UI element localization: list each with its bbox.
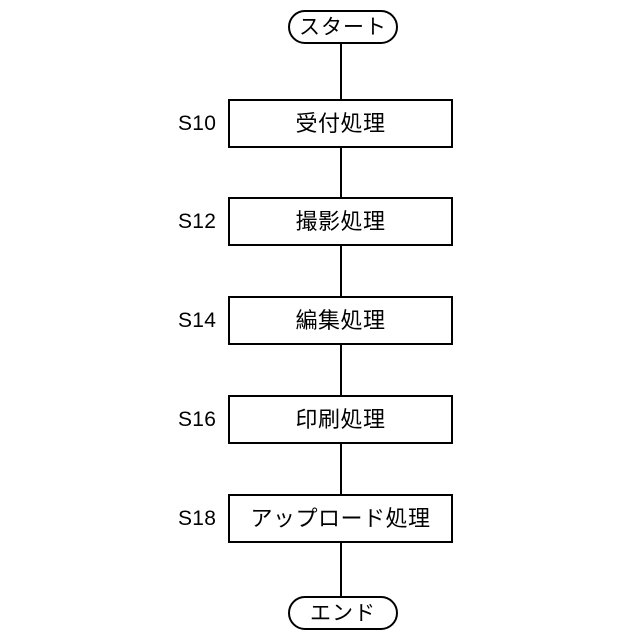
connector-s10-to-s12 <box>340 148 342 197</box>
end-terminator[interactable]: エンド <box>288 596 398 630</box>
step-label-s16: S16 <box>178 408 217 431</box>
step-label-s12: S12 <box>178 210 217 233</box>
process-box-s14-label: 編集処理 <box>295 307 386 333</box>
start-terminator-label: スタート <box>299 15 387 39</box>
process-box-s16[interactable]: 印刷処理 <box>228 395 453 444</box>
connector-start-to-s10 <box>340 44 342 99</box>
connector-s14-to-s16 <box>340 345 342 395</box>
step-label-s18: S18 <box>178 507 217 530</box>
end-terminator-label: エンド <box>310 601 376 625</box>
step-label-s14: S14 <box>178 309 217 332</box>
start-terminator[interactable]: スタート <box>288 10 398 44</box>
connector-s16-to-s18 <box>340 444 342 494</box>
process-box-s18-label: アップロード処理 <box>250 505 431 531</box>
process-box-s12[interactable]: 撮影処理 <box>228 197 453 246</box>
step-label-s10: S10 <box>178 112 217 135</box>
process-box-s16-label: 印刷処理 <box>295 406 386 432</box>
process-box-s12-label: 撮影処理 <box>295 208 386 234</box>
process-box-s10[interactable]: 受付処理 <box>228 99 453 148</box>
connector-s18-to-end <box>340 543 342 596</box>
connector-s12-to-s14 <box>340 246 342 296</box>
process-box-s10-label: 受付処理 <box>295 110 386 136</box>
process-box-s14[interactable]: 編集処理 <box>228 296 453 345</box>
process-box-s18[interactable]: アップロード処理 <box>228 494 453 543</box>
